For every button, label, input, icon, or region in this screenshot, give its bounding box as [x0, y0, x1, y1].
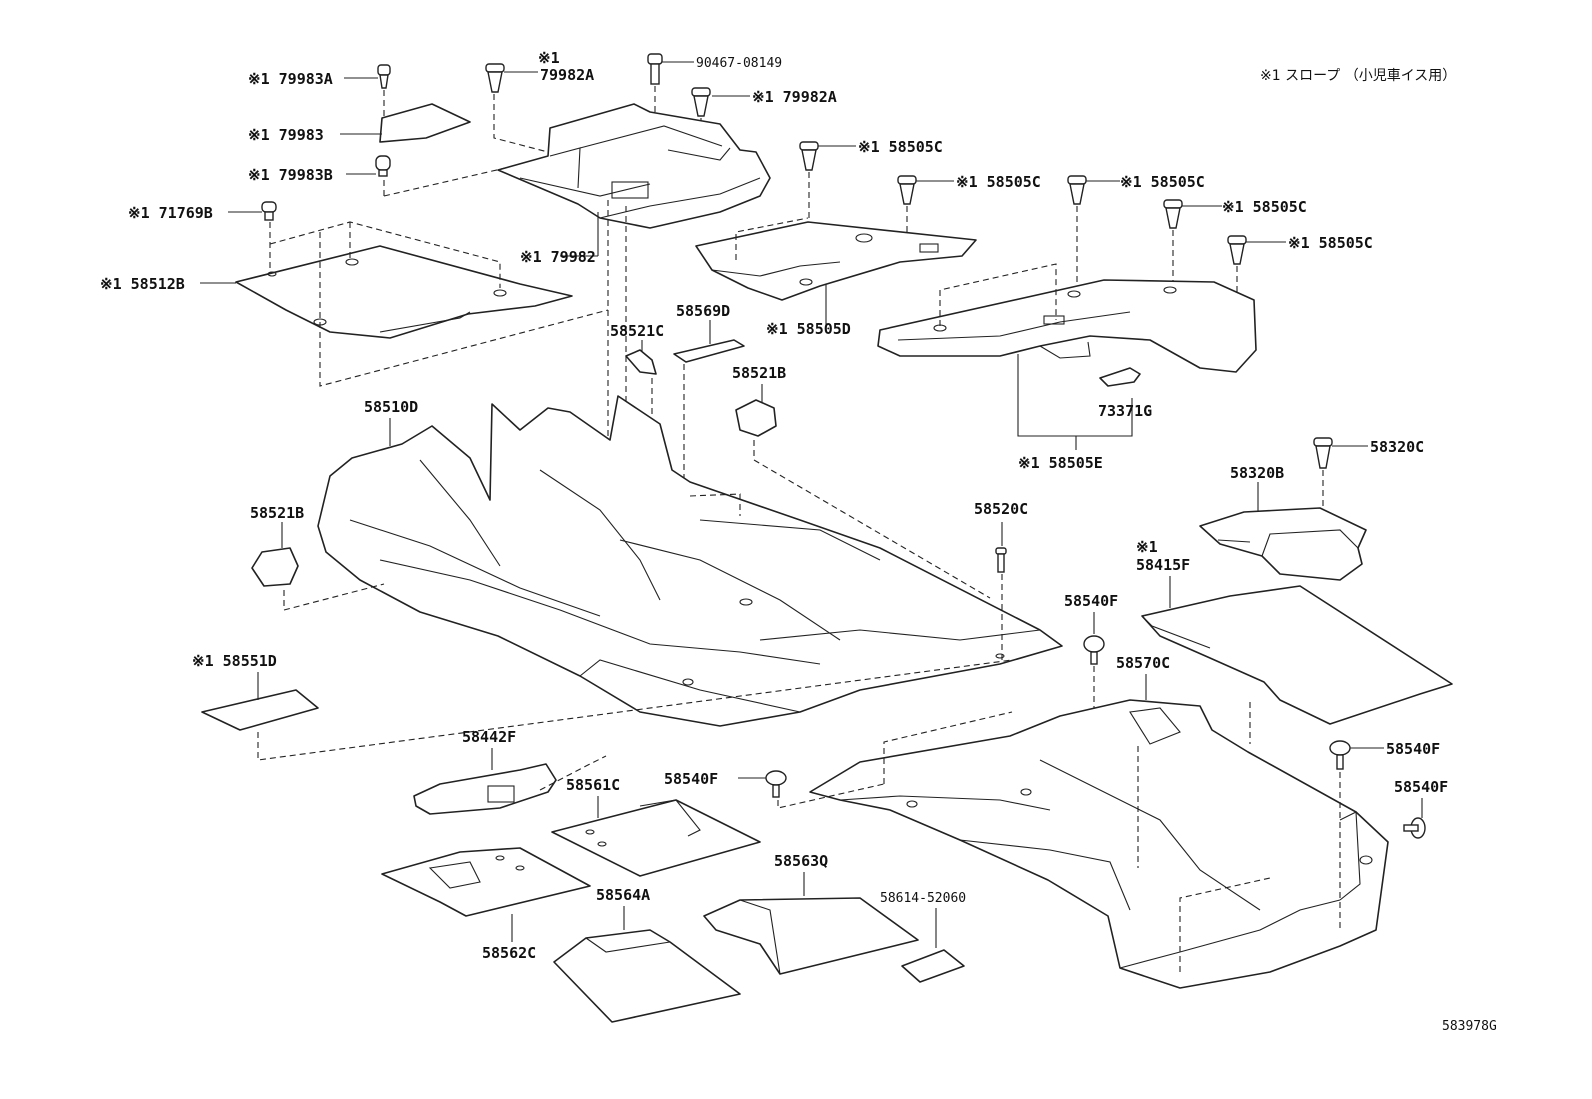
- part-58562C-mat: [381, 847, 591, 917]
- clip-58320C: [1313, 437, 1333, 469]
- part-58614-52060-sheet: [901, 949, 965, 983]
- clip-58505C-3: [1067, 175, 1087, 205]
- label-73371G: 73371G: [1098, 402, 1152, 420]
- part-79983-plate: [379, 103, 471, 143]
- label-58505C-5: ※1 58505C: [1288, 234, 1373, 252]
- part-58415F-ramp-mat: [1141, 585, 1453, 725]
- label-58540F-1: 58540F: [1064, 592, 1118, 610]
- part-58521B-left: [251, 547, 299, 587]
- clip-79983A: [377, 64, 391, 89]
- label-58512B: ※1 58512B: [100, 275, 185, 293]
- part-58564A-mat: [553, 929, 741, 1023]
- label-58521B-left: 58521B: [250, 504, 304, 522]
- label-90467-08149: 90467-08149: [696, 56, 782, 71]
- part-58320B-cover: [1199, 507, 1367, 581]
- part-58510D-main-carpet: [317, 395, 1063, 727]
- clip-58505C-2: [897, 175, 917, 205]
- label-58320B: 58320B: [1230, 464, 1284, 482]
- label-79982A-mark: ※1: [538, 49, 560, 67]
- label-58442F: 58442F: [462, 728, 516, 746]
- label-79982A-top: 79982A: [540, 66, 594, 84]
- label-79982A-right: ※1 79982A: [752, 88, 837, 106]
- label-58564A: 58564A: [596, 886, 650, 904]
- label-58520C: 58520C: [974, 500, 1028, 518]
- legend-note: ※1 スロープ （小児車イス用）: [1260, 67, 1456, 84]
- clip-79982A-top: [485, 63, 505, 93]
- part-58505D-plate: [695, 221, 977, 301]
- part-58442F-trim: [413, 763, 557, 815]
- label-58562C: 58562C: [482, 944, 536, 962]
- clip-71769B: [261, 201, 277, 221]
- clip-79982A-right: [691, 87, 711, 117]
- clip-58505C-4: [1163, 199, 1183, 229]
- part-58521B-right: [735, 399, 777, 437]
- label-58614-52060: 58614-52060: [880, 891, 966, 906]
- part-58569D: [673, 339, 745, 363]
- label-58540F-4: 58540F: [664, 770, 718, 788]
- part-58505E-plate: [877, 279, 1257, 373]
- label-58510D: 58510D: [364, 398, 418, 416]
- part-73371G: [1099, 367, 1141, 387]
- label-79983A: ※1 79983A: [248, 70, 333, 88]
- label-58415F: 58415F: [1136, 556, 1190, 574]
- label-58563Q: 58563Q: [774, 852, 828, 870]
- figure-id: 583978G: [1442, 1019, 1497, 1034]
- label-58551D: ※1 58551D: [192, 652, 277, 670]
- label-58570C: 58570C: [1116, 654, 1170, 672]
- clip-58505C-5: [1227, 235, 1247, 265]
- label-58320C: 58320C: [1370, 438, 1424, 456]
- label-58415F-mark: ※1: [1136, 538, 1158, 556]
- label-58540F-3: 58540F: [1394, 778, 1448, 796]
- label-71769B: ※1 71769B: [128, 204, 213, 222]
- part-58570C-rear-carpet: [809, 699, 1389, 989]
- part-58561C-mat: [551, 799, 761, 877]
- part-58563Q-mat: [703, 897, 919, 975]
- label-58505C-1: ※1 58505C: [858, 138, 943, 156]
- label-58505E: ※1 58505E: [1018, 454, 1103, 472]
- label-58505C-4: ※1 58505C: [1222, 198, 1307, 216]
- label-58521C: 58521C: [610, 322, 664, 340]
- clip-79983B: [375, 155, 391, 177]
- label-58505C-3: ※1 58505C: [1120, 173, 1205, 191]
- screw-58520C: [995, 547, 1007, 573]
- clip-58505C-1: [799, 141, 819, 171]
- clip-58540F-4: [765, 770, 787, 798]
- part-58521C: [625, 349, 657, 375]
- part-58551D-sheet: [201, 689, 319, 731]
- label-79983: ※1 79983: [248, 126, 324, 144]
- label-79983B: ※1 79983B: [248, 166, 333, 184]
- bolt-90467-08149: [647, 53, 663, 85]
- clip-58540F-1: [1083, 635, 1105, 665]
- label-58505C-2: ※1 58505C: [956, 173, 1041, 191]
- label-58540F-2: 58540F: [1386, 740, 1440, 758]
- label-58505D: ※1 58505D: [766, 320, 851, 338]
- label-58569D: 58569D: [676, 302, 730, 320]
- label-58561C: 58561C: [566, 776, 620, 794]
- clip-58540F-2: [1329, 740, 1351, 770]
- clip-58540F-3: [1403, 817, 1426, 839]
- label-79982: ※1 79982: [520, 248, 596, 266]
- label-58521B-right: 58521B: [732, 364, 786, 382]
